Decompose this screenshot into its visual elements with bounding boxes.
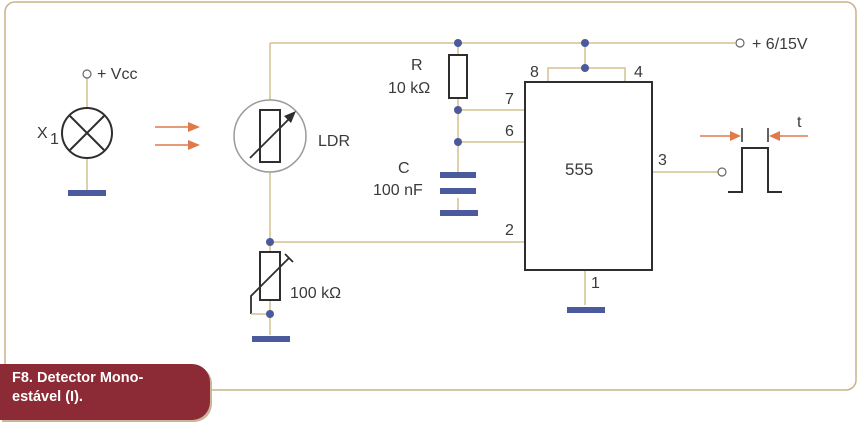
supply-label: + 6/15V	[752, 36, 808, 53]
output-pulse	[728, 147, 782, 193]
pulse-width-marker	[700, 128, 808, 142]
ic-555	[524, 81, 653, 271]
lamp-ref-sub-label: 1	[50, 131, 59, 148]
caption-line-1: F8. Detector Mono-	[12, 370, 144, 386]
pin1-label: 1	[591, 275, 600, 292]
pin6-label: 6	[505, 123, 514, 140]
resistor-r	[448, 54, 468, 99]
junction-nodes	[266, 39, 589, 318]
supply-terminal	[735, 38, 745, 48]
trimpot-ground	[252, 336, 290, 342]
lamp-ref-label: X	[37, 125, 48, 142]
chip-label: 555	[565, 160, 593, 179]
pin2-label: 2	[505, 222, 514, 239]
pin4-label: 4	[634, 64, 643, 81]
ldr-sensor	[233, 99, 307, 173]
pin3-label: 3	[658, 152, 667, 169]
ic-pin1-ground	[567, 307, 605, 313]
diagram-frame	[4, 1, 857, 391]
caption-line-2: estável (I).	[12, 389, 83, 405]
trimpot-value-label: 100 kΩ	[290, 285, 341, 302]
capacitor-value-label: 100 nF	[373, 182, 423, 199]
output-terminal	[717, 167, 727, 177]
capacitor-name-label: C	[398, 160, 410, 177]
pin7-label: 7	[505, 91, 514, 108]
pin8-label: 8	[530, 64, 539, 81]
lamp-vcc-label: + Vcc	[97, 66, 137, 83]
ldr-label: LDR	[318, 133, 350, 150]
figure-caption-text: F8. Detector Mono- estável (I).	[12, 369, 202, 407]
figure-caption: F8. Detector Mono- estável (I).	[0, 364, 210, 420]
resistor-value-label: 10 kΩ	[388, 80, 430, 97]
resistor-name-label: R	[411, 57, 423, 74]
pulse-width-label: t	[797, 114, 802, 131]
trimpot-100k	[250, 251, 294, 315]
capacitor-c	[440, 172, 478, 216]
light-arrows	[155, 122, 200, 150]
lamp-vcc-terminal	[82, 69, 92, 79]
lamp-x1	[61, 107, 113, 159]
lamp-ground	[68, 190, 106, 196]
